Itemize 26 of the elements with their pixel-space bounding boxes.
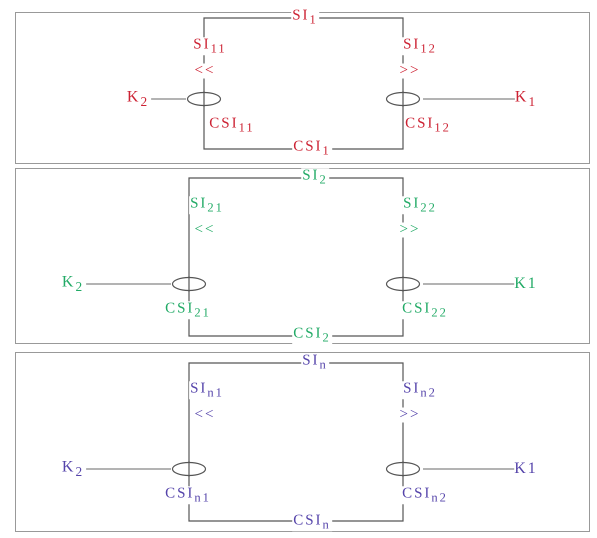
signal-label: CSI$_{2}$ <box>292 326 332 344</box>
key-label: K1 <box>514 276 538 292</box>
signal-label: SI$_{n}$ <box>301 353 329 371</box>
connector-line <box>151 98 186 100</box>
xor-symbol <box>385 91 421 107</box>
xor-symbol <box>171 276 207 292</box>
key-label: K$_{2}$ <box>126 90 150 108</box>
key-label: K1 <box>514 461 538 477</box>
signal-label: CSI$_{n}$ <box>292 513 332 531</box>
key-label: K$_{2}$ <box>62 274 84 294</box>
xor-symbol <box>385 276 421 292</box>
key-label: K$_{1}$ <box>514 90 538 108</box>
signal-label: CSI$_{1}$ <box>292 139 332 157</box>
xor-symbol <box>385 461 421 477</box>
signal-label: SI$_{1}$ <box>291 8 319 26</box>
xor-symbol <box>171 461 207 477</box>
connector-line <box>86 283 171 285</box>
connector-line <box>423 283 514 285</box>
key-label: K$_{2}$ <box>62 460 84 478</box>
signal-label: SI$_{2}$ <box>301 168 329 186</box>
panel-frame <box>15 352 590 532</box>
connector-line <box>423 468 514 470</box>
xor-symbol <box>186 91 222 107</box>
connector-line <box>86 468 171 470</box>
connector-line <box>423 98 515 100</box>
panel-frame <box>15 168 590 344</box>
